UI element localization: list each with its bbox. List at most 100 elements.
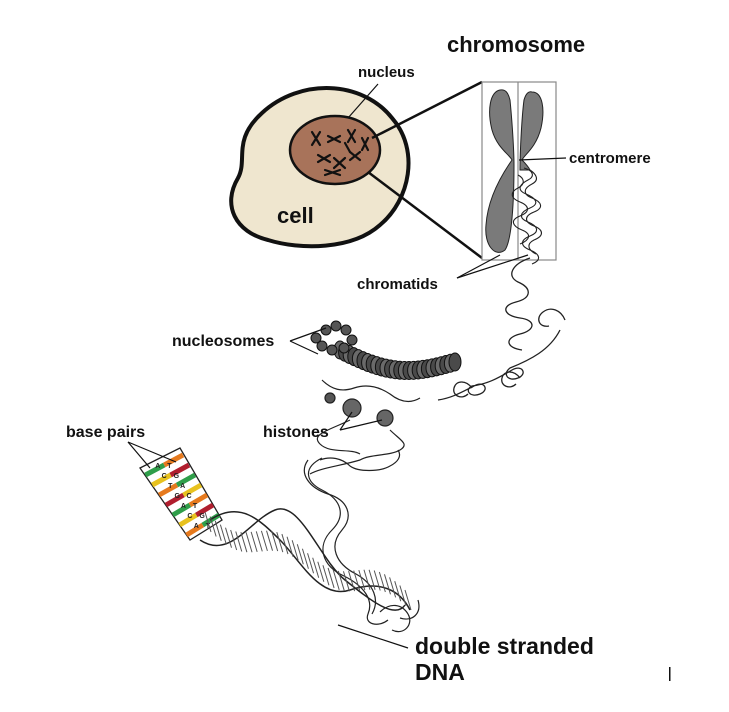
histones-pointers [339, 411, 383, 431]
supercoiled-fiber [437, 257, 566, 401]
helix-rung [378, 571, 386, 593]
helix-rung [301, 548, 309, 569]
histones-labels: nucleosomes histones [172, 327, 383, 441]
base-pair-half [163, 452, 185, 468]
base-pair-half [178, 512, 198, 528]
helix-rung [235, 531, 243, 552]
chromatin-coil [511, 167, 543, 265]
centromere-label: centromere [569, 150, 651, 167]
helix-rung [337, 570, 345, 592]
helix-rung [286, 536, 294, 557]
base-pairs-label: base pairs [66, 424, 145, 441]
helix-rung [271, 530, 279, 552]
chromatid-left [485, 89, 515, 253]
nucleosome-bead [338, 342, 350, 354]
helix-rung [322, 565, 330, 586]
helix-rung [373, 570, 381, 591]
base-letter: T [167, 463, 172, 470]
helix-rung [276, 532, 284, 553]
nucleosome-bead [330, 320, 342, 332]
coil-loops [437, 329, 561, 401]
base-letter: A [180, 483, 185, 490]
helix-rung [348, 570, 356, 592]
dna-helix-upper [303, 457, 420, 633]
helix-rung [317, 561, 325, 582]
helix-rung [358, 569, 366, 591]
helix-strands [199, 508, 411, 611]
helix-rung [219, 524, 227, 545]
base-letter: C [162, 473, 167, 480]
zoom-lines [367, 80, 483, 259]
nucleosome-bead [448, 352, 462, 372]
beads-on-string [309, 379, 421, 475]
helix-rung [312, 557, 320, 578]
nucleus-pointer [347, 83, 379, 119]
nucleosome-bead [340, 324, 352, 336]
dna-label-group: double stranded DNA [337, 624, 594, 685]
helix-rung [404, 589, 412, 611]
base-pair-half [195, 502, 215, 518]
base-pair-half [171, 502, 192, 518]
helix-rung [384, 574, 391, 595]
base-letter: T [168, 483, 173, 490]
helix-rung [353, 570, 361, 591]
chromatids-label: chromatids [357, 276, 438, 293]
nucleus-label: nucleus [358, 64, 415, 81]
base-pair-half [185, 522, 205, 538]
base-pair-half [175, 472, 197, 488]
nucleus-chromosomes [310, 128, 370, 177]
nucleosome-bead [320, 324, 332, 336]
helix-rungs [204, 511, 412, 611]
helix-rung [394, 581, 402, 602]
dna-label-line1: double stranded [415, 633, 594, 659]
helix-rung [327, 567, 335, 589]
base-letter: A [155, 463, 160, 470]
base-pair-half [182, 482, 203, 498]
base-pair-half [157, 482, 179, 498]
base-letter: G [175, 493, 181, 500]
nucleosome-bead [310, 332, 322, 344]
text-cursor [669, 667, 671, 681]
chromatids-pointers [456, 254, 529, 279]
base-letter: C [187, 493, 192, 500]
base-letter: T [193, 503, 198, 510]
centromere-pointer [518, 157, 567, 161]
helix-rung [389, 577, 397, 598]
base-letter: G [174, 473, 180, 480]
dna-pointer [337, 624, 409, 649]
base-pair-half [164, 492, 185, 508]
helix-rung [209, 516, 217, 537]
helix-rung [399, 585, 407, 606]
nucleosome-bead [346, 334, 358, 346]
chromosome-label: chromosome [447, 32, 585, 57]
helix-rung [245, 532, 253, 553]
helix-rung [332, 569, 340, 590]
helix-rung [240, 532, 248, 553]
chromosome: chromosome centromere chromatids [357, 32, 651, 293]
helix-rung [260, 530, 268, 552]
helix-rung [250, 531, 258, 553]
base-letter: T [206, 523, 211, 530]
helix-rung [204, 511, 212, 533]
helix-rung [363, 569, 371, 590]
helix-rung [281, 533, 289, 555]
helix-rung [368, 569, 376, 590]
nucleosomes-label: nucleosomes [172, 333, 274, 350]
base-letter: G [199, 513, 205, 520]
nucleus: nucleus [288, 64, 415, 186]
nucleosome-fiber [310, 320, 462, 381]
helix-rung [214, 520, 222, 541]
base-letter: A [181, 503, 186, 510]
dna-label-line2: DNA [415, 659, 465, 685]
histones-label: histones [263, 424, 329, 441]
helix-rung [255, 531, 263, 552]
nucleosome-bead [326, 344, 338, 356]
helix-rung [296, 544, 304, 565]
base-pairs-pointers [127, 441, 177, 469]
nucleosomes-pointers [289, 327, 327, 355]
chromatid-right [519, 91, 544, 171]
base-pair-half [151, 472, 172, 488]
